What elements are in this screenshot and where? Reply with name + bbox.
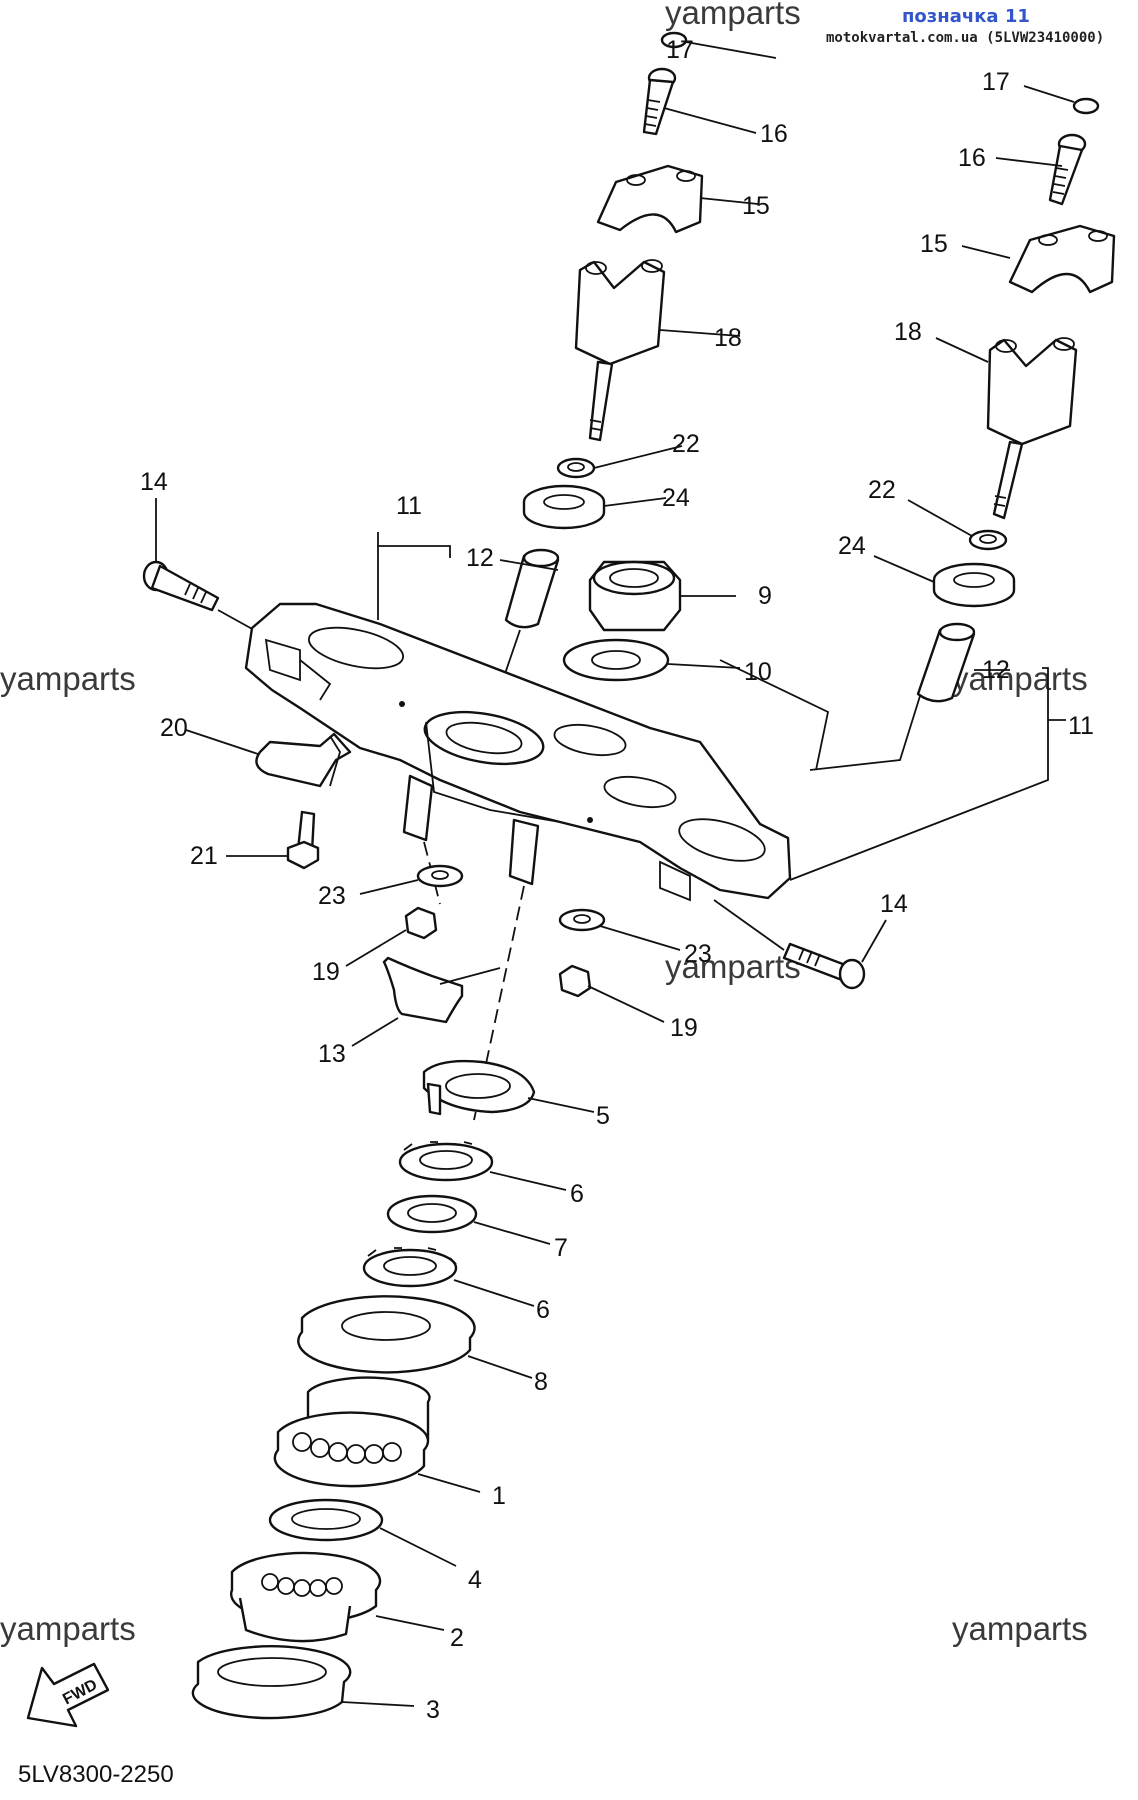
callout-16-right: 16 [958, 144, 986, 172]
bolt-16-right [995, 133, 1087, 206]
cap-17-right [1023, 85, 1100, 115]
ring-nut-6-lower [362, 1247, 535, 1307]
pinch-bolt-14-left [142, 560, 255, 631]
bracket-13 [351, 956, 501, 1047]
callout-17-right: 17 [982, 68, 1010, 96]
callout-14-right: 14 [880, 890, 908, 918]
callout-19-left: 19 [312, 958, 340, 986]
damper-24-top [522, 484, 667, 530]
holder-18-top [574, 259, 741, 442]
callout-11-right: 11 [1068, 712, 1094, 740]
bolt-16-top [642, 67, 757, 136]
washer-4 [268, 1498, 457, 1567]
callout-6-upper: 6 [570, 1180, 584, 1208]
callout-12: 12 [466, 544, 494, 572]
callout-8: 8 [534, 1368, 548, 1396]
holder-18-right [935, 337, 1078, 520]
callout-20: 20 [160, 714, 188, 742]
steering-nut-9 [588, 560, 736, 632]
callout-22-right: 22 [868, 476, 896, 504]
callout-5: 5 [596, 1102, 610, 1130]
header-site: motokvartal.com.ua (5LVW23410000) [826, 30, 1104, 46]
callout-17: 17 [666, 36, 694, 64]
callout-19-right: 19 [670, 1014, 698, 1042]
nut-19-right [558, 964, 665, 1023]
callout-4: 4 [468, 1566, 482, 1594]
callout-1: 1 [492, 1482, 506, 1510]
damper-24-right [873, 555, 1016, 608]
collar-12-top [495, 548, 560, 701]
callout-9: 9 [758, 582, 772, 610]
washer-7 [386, 1194, 551, 1245]
callout-23-right: 23 [684, 940, 712, 968]
watermark-right-mid: yamparts [952, 660, 1088, 697]
callout-14-left: 14 [140, 468, 168, 496]
watermark-left-mid: yamparts [0, 660, 136, 697]
lock-washer-5 [422, 1059, 595, 1116]
washer-10 [562, 638, 741, 682]
callout-23-left: 23 [318, 882, 346, 910]
callout-13: 13 [318, 1040, 346, 1068]
cap-17-top [660, 31, 777, 59]
callout-12-right: 12 [982, 656, 1010, 684]
header-watermark: yamparts [665, 0, 801, 31]
header-label: позначка 11 [902, 6, 1030, 27]
callout-21: 21 [190, 842, 218, 870]
washer-23-right [558, 908, 681, 951]
callout-7: 7 [554, 1234, 568, 1262]
holder-15-top [596, 164, 759, 234]
watermark-right-bottom: yamparts [952, 1610, 1088, 1647]
dust-seal-3 [191, 1645, 415, 1720]
bearing-2 [230, 1551, 445, 1643]
callout-10: 10 [744, 658, 772, 686]
part-code: 5LV8300-2250 [18, 1761, 174, 1788]
callout-2: 2 [450, 1624, 464, 1652]
clamp-20 [185, 729, 352, 788]
washer-23-left [359, 864, 464, 895]
callout-6-lower: 6 [536, 1296, 550, 1324]
bearing-1 [273, 1376, 481, 1493]
collar-12-right [809, 622, 1010, 771]
washer-22-top [556, 445, 683, 479]
callout-16: 16 [760, 120, 788, 148]
holder-15-right [961, 224, 1116, 294]
callout-3: 3 [426, 1696, 440, 1724]
callout-15-right: 15 [920, 230, 948, 258]
fwd-arrow: FWD [26, 1662, 110, 1728]
callout-11: 11 [396, 492, 422, 520]
watermark-center: yamparts [665, 948, 801, 985]
callout-24: 24 [662, 484, 690, 512]
callout-24-right: 24 [838, 532, 866, 560]
callout-15: 15 [742, 192, 770, 220]
watermark-left-bottom: yamparts [0, 1610, 136, 1647]
callout-18-right: 18 [894, 318, 922, 346]
pinch-bolt-14-right [713, 899, 866, 990]
ring-nut-6-upper [398, 1141, 567, 1191]
nut-19-left [345, 906, 438, 967]
callout-18: 18 [714, 324, 742, 352]
callout-22: 22 [672, 430, 700, 458]
bolt-21 [226, 810, 320, 870]
washer-22-right [907, 499, 1008, 551]
dust-seal-8 [297, 1295, 533, 1379]
